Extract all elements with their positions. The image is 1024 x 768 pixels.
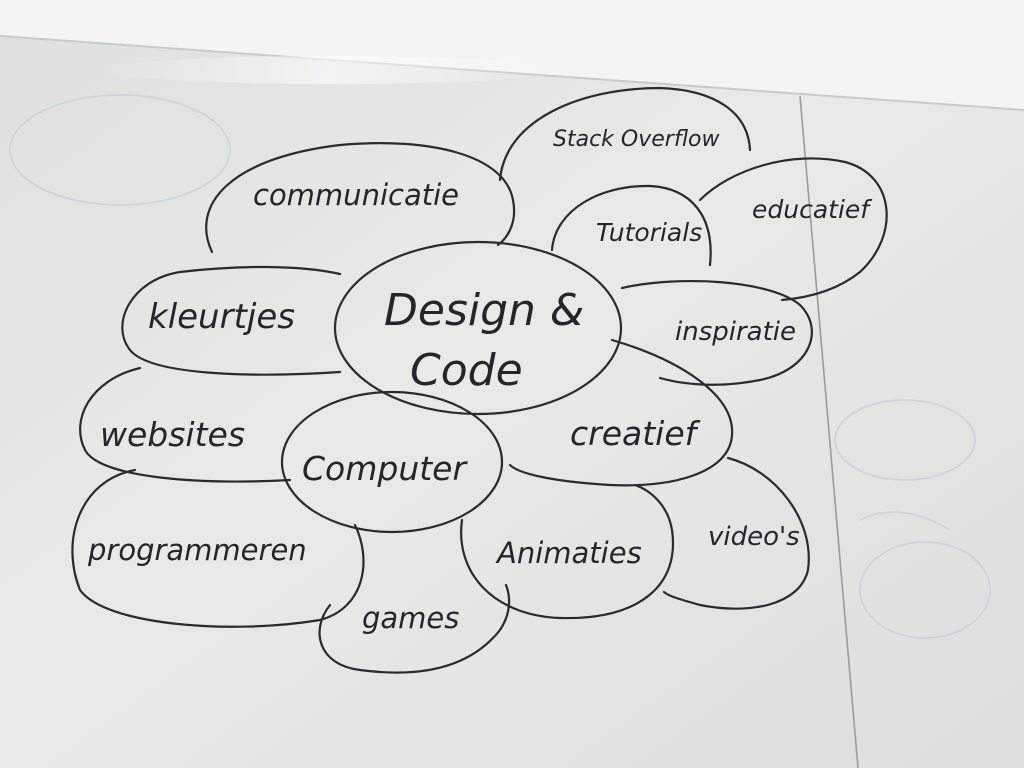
bubble-websites bbox=[79, 366, 292, 483]
bubble-creatief bbox=[508, 338, 734, 487]
label-videos: video's bbox=[708, 522, 800, 552]
bubble-communicatie bbox=[205, 142, 516, 254]
whiteboard-surface bbox=[0, 36, 1024, 768]
label-animaties: Animaties bbox=[495, 536, 642, 570]
board-glare bbox=[100, 56, 560, 84]
bubble-computer bbox=[280, 390, 504, 534]
bubble-kleurtjes bbox=[121, 265, 342, 376]
label-tutorials: Tutorials bbox=[596, 218, 702, 247]
label-computer: Computer bbox=[302, 449, 468, 488]
label-games: games bbox=[362, 601, 459, 635]
bubble-educatief bbox=[698, 157, 888, 302]
label-communicatie: communicatie bbox=[253, 178, 459, 212]
erased-marker-residue bbox=[9, 94, 991, 639]
mindmap-labels: Design & Code communicatie Stack Overflo… bbox=[87, 127, 872, 635]
label-kleurtjes: kleurtjes bbox=[148, 297, 295, 337]
bubble-stack-overflow bbox=[498, 86, 752, 182]
bubble-animaties bbox=[460, 483, 675, 620]
ceiling-wall bbox=[0, 0, 1024, 110]
label-programmeren: programmeren bbox=[87, 533, 307, 567]
label-center-line1: Design & bbox=[384, 285, 584, 336]
bubble-programmeren bbox=[71, 468, 365, 628]
bubble-center bbox=[333, 240, 623, 416]
label-websites: websites bbox=[100, 415, 245, 454]
label-creatief: creatief bbox=[570, 414, 701, 453]
board-panel-seam bbox=[799, 95, 859, 768]
label-inspiratie: inspiratie bbox=[675, 317, 796, 347]
bubble-games bbox=[318, 583, 511, 674]
label-center-line2: Code bbox=[410, 345, 523, 396]
mindmap-bubbles bbox=[71, 86, 888, 674]
label-educatief: educatief bbox=[752, 195, 872, 224]
bubble-videos bbox=[662, 456, 810, 610]
label-stack-overflow: Stack Overflow bbox=[553, 127, 720, 152]
bubble-tutorials bbox=[550, 184, 712, 267]
bubble-inspiratie bbox=[620, 279, 813, 386]
